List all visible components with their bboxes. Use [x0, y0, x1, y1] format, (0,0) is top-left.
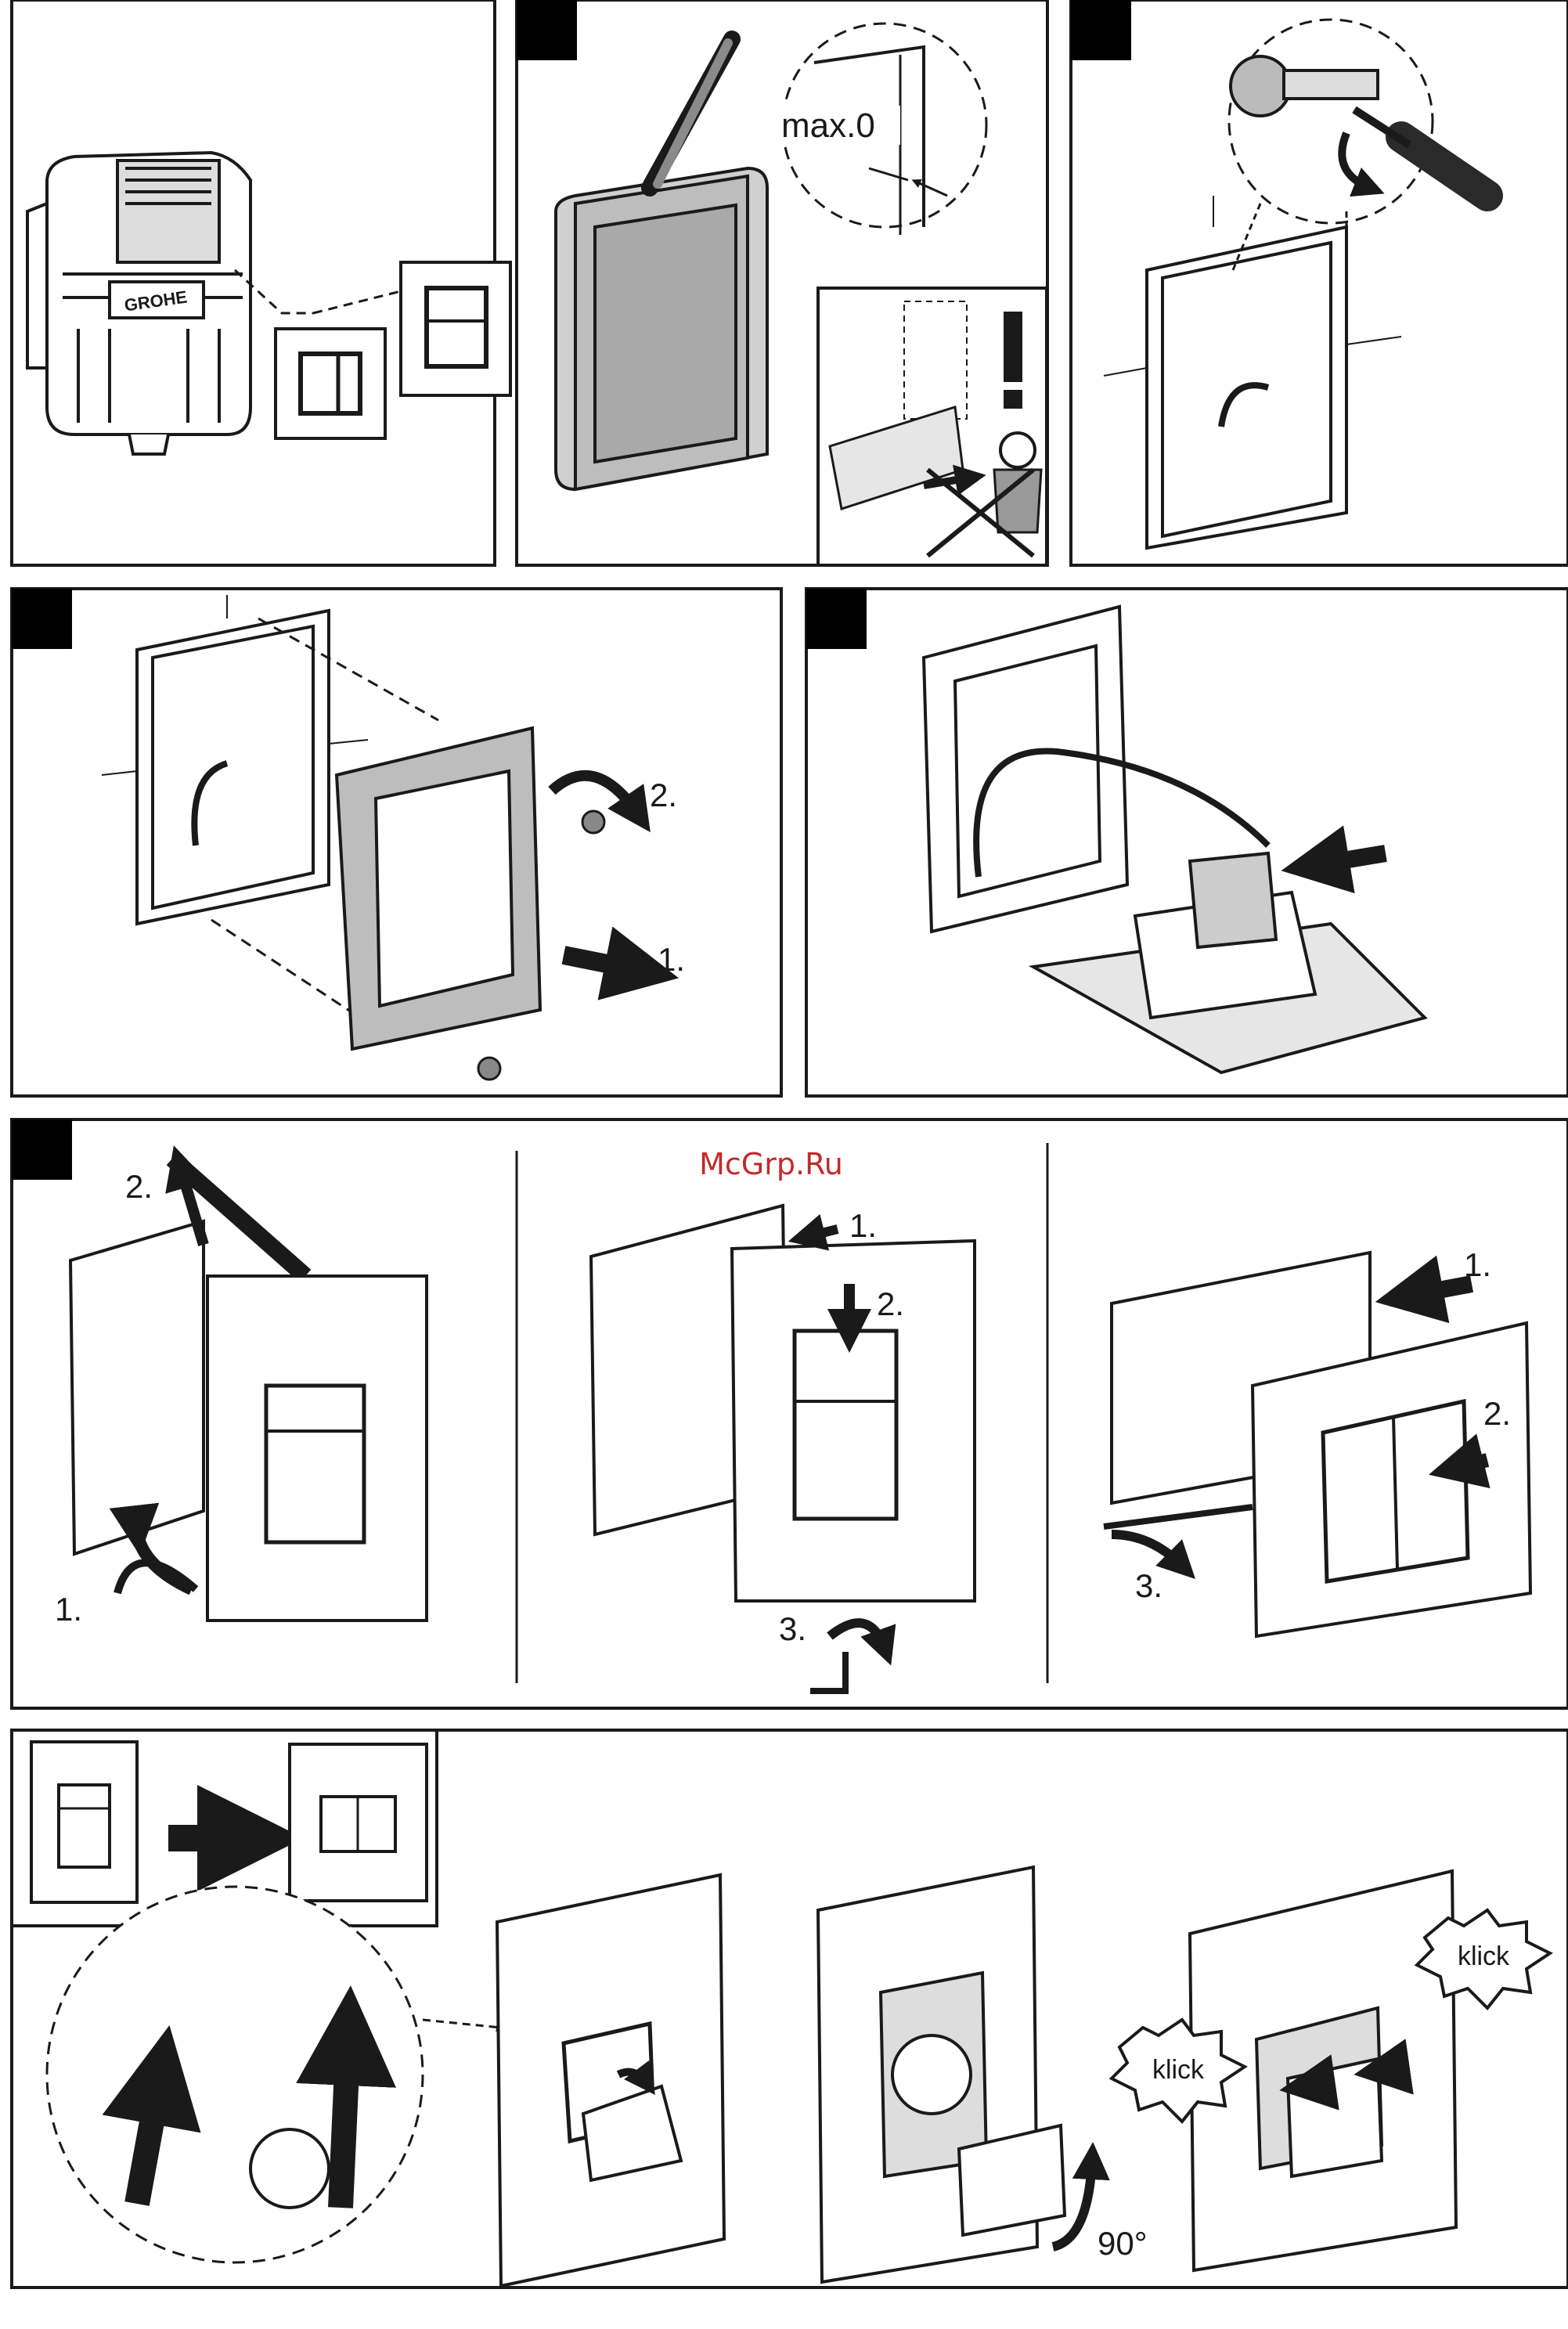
- panel-1-product-overview: GROHE: [12, 0, 510, 565]
- push-arrow-icon: [564, 955, 642, 971]
- step-badge: [12, 589, 72, 649]
- warning-inset: [818, 288, 1047, 565]
- wall-recess-illustration: [102, 595, 368, 924]
- panel-4-mounting-frame: 2. 1.: [12, 589, 781, 1096]
- push-arrow-icon: [1315, 853, 1386, 865]
- step-2-label: 2.: [877, 1285, 904, 1322]
- step-1-label: 1.: [55, 1591, 82, 1628]
- step-badge: [12, 1119, 72, 1180]
- step-1-label: 1.: [658, 941, 685, 978]
- step-2-label: 2.: [650, 777, 677, 813]
- step-1-label: 1.: [849, 1207, 877, 1244]
- wall-recess-illustration: [1104, 196, 1401, 548]
- click-label-right: klick: [1458, 1941, 1510, 1971]
- flush-plate-dual-illustration: [276, 329, 385, 438]
- step-3-label: 3.: [1135, 1567, 1162, 1604]
- panel-2-box-installation: max.0: [517, 0, 1047, 565]
- installation-box-illustration: [556, 39, 767, 489]
- step-badge: [517, 0, 577, 60]
- panel-6-plate-mounting: 2. 1. 1. 2. 3. 1. 2.: [12, 1119, 1568, 1708]
- step-badge: [1071, 0, 1131, 60]
- detail-magnifier: [47, 1887, 423, 2262]
- panel-5-module-connection: [806, 589, 1568, 1096]
- panel-7-button-change: 90° klick klick: [12, 1730, 1568, 2288]
- click-label-left: klick: [1152, 2055, 1205, 2085]
- max-zero-label: max.0: [781, 106, 875, 145]
- flush-plate-illustration: [207, 1276, 427, 1621]
- exclamation-icon: [1004, 312, 1022, 409]
- panel-3-shutoff-valve: [1071, 0, 1568, 565]
- step-2-label: 2.: [1483, 1395, 1511, 1432]
- step-badge: [806, 589, 867, 649]
- detail-magnifier: [1229, 20, 1433, 223]
- step-3-label: 3.: [779, 1610, 806, 1647]
- rotate-arrow-icon: [552, 776, 638, 814]
- flush-plate-single-illustration: [401, 262, 510, 395]
- watermark-text: McGrp.Ru: [699, 1147, 843, 1181]
- plate-button-removal: [497, 1875, 724, 2286]
- plate-button-click-in: klick klick: [1112, 1871, 1550, 2270]
- mounting-frame-illustration: [924, 607, 1127, 932]
- step-1-label: 1.: [1464, 1246, 1491, 1283]
- subpanel-6b: 1. 2. 3.: [591, 1206, 975, 1691]
- step-2-label: 2.: [125, 1168, 153, 1205]
- subpanel-6a: 2. 1.: [55, 1159, 427, 1628]
- angle-label: 90°: [1098, 2225, 1148, 2262]
- plate-button-rotation: 90°: [818, 1867, 1148, 2282]
- subpanel-6c: 1. 2. 3.: [1104, 1246, 1530, 1636]
- mounting-frame-illustration: [337, 728, 540, 1049]
